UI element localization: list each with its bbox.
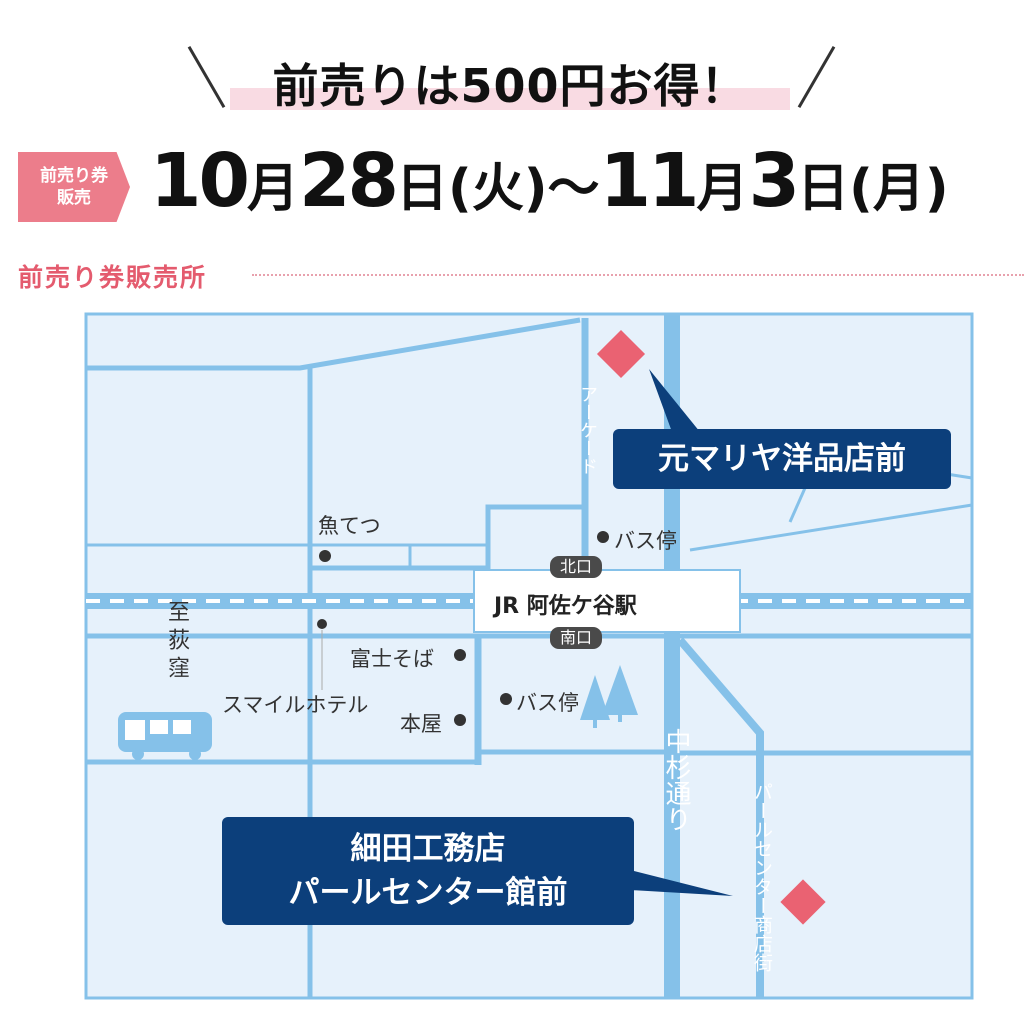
sale-dates: 10月28日(火)〜11月3日(月) [150,138,949,224]
south-exit-badge: 南口 [550,627,602,649]
venue-2-line1: 細田工務店 [350,831,506,867]
venue-callout-1: 元マリヤ洋品店前 [613,429,951,489]
bus-icon [118,712,212,760]
place-uotetsu: 魚てつ [318,514,381,538]
station-box [473,569,741,633]
venue-callout-2: 細田工務店パールセンター館前 [222,817,634,925]
end-day: 3 [748,138,800,224]
callout-pointer-2 [630,870,733,896]
day-unit: 日 [395,159,448,219]
street-arcade: アーケード [577,385,598,475]
place-dots [317,531,609,726]
section-title: 前売り券販売所 [18,263,208,292]
venue-marker-1 [596,329,646,379]
place-smile-hotel: スマイルホテル [222,693,369,717]
start-month: 10 [150,138,250,224]
place-bookstore: 本屋 [400,712,442,736]
street-pearl-center: パールセンター商店街 [751,782,773,972]
start-day: 28 [299,138,399,224]
end-month: 11 [599,138,700,224]
north-exit-badge: 北口 [550,556,602,578]
direction-ogikubo: 至荻窪 [164,600,189,684]
start-weekday: (火) [448,159,548,219]
date-sep: 〜 [547,159,600,219]
sale-tag-line2: 販売 [57,188,91,208]
station-name: JR 阿佐ケ谷駅 [494,594,637,619]
street-nakasugi: 中杉通り [661,728,691,832]
place-bus-stop-north: バス停 [614,529,677,553]
venue-2-line2: パールセンター館前 [288,875,568,911]
sale-tag: 前売り券販売 [18,152,130,222]
tree-icon [580,665,638,728]
venue-marker-2 [780,879,826,925]
dotted-divider [252,274,1024,276]
callout-pointer-1 [649,369,700,432]
headline-text: 前売りは500円お得！ [272,59,748,113]
place-bus-stop-south: バス停 [516,691,579,715]
month-unit: 月 [696,159,749,219]
place-fuji-soba: 富士そば [350,647,434,671]
headline: 前売りは500円お得！ [230,50,790,113]
end-weekday: (月) [849,159,949,219]
month-unit: 月 [246,159,299,219]
day-unit: 日 [797,159,850,219]
sale-tag-line1: 前売り券 [40,166,108,186]
